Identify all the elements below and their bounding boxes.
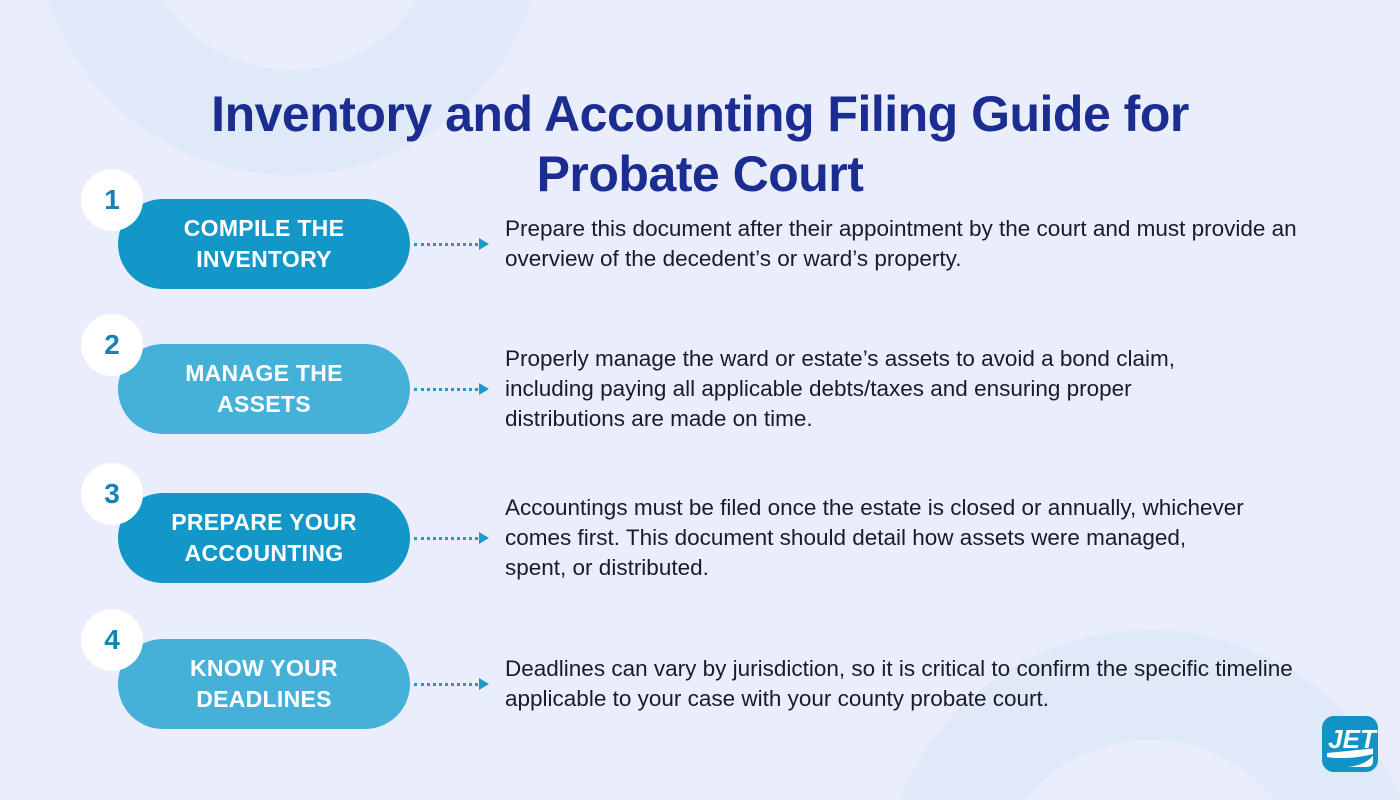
jet-logo: JET (1322, 716, 1378, 772)
page-title-line1: Inventory and Accounting Filing Guide fo… (211, 85, 1189, 142)
step-row-1: 1 COMPILE THE INVENTORY Prepare this doc… (81, 169, 1305, 289)
dotted-arrow-icon (414, 532, 489, 544)
step-pill-label: KNOW YOUR DEADLINES (190, 655, 338, 712)
step-description: Prepare this document after their appoin… (505, 216, 1297, 271)
arrow-head (479, 383, 489, 395)
dotted-arrow-icon (414, 678, 489, 690)
step-pill: PREPARE YOUR ACCOUNTING (118, 493, 410, 583)
step-row-3: 3 PREPARE YOUR ACCOUNTING Accountings mu… (81, 463, 1245, 583)
jet-logo-icon: JET (1322, 716, 1378, 772)
step-number-badge: 4 (81, 609, 143, 671)
step-number-badge: 3 (81, 463, 143, 525)
page-title: Inventory and Accounting Filing Guide fo… (0, 84, 1400, 204)
page-title-line2: Probate Court (536, 145, 864, 202)
step-number-badge: 1 (81, 169, 143, 231)
arrow-dots (414, 682, 478, 686)
step-number: 4 (104, 624, 120, 655)
step-description: Accountings must be filed once the estat… (505, 495, 1244, 580)
step-description: Deadlines can vary by jurisdiction, so i… (505, 656, 1293, 711)
arrow-head (479, 678, 489, 690)
step-number-badge: 2 (81, 314, 143, 376)
step-description: Properly manage the ward or estate’s ass… (505, 346, 1175, 431)
arrow-head (479, 532, 489, 544)
step-pill: COMPILE THE INVENTORY (118, 199, 410, 289)
dotted-arrow-icon (414, 383, 489, 395)
arrow-dots (414, 536, 478, 540)
step-pill: KNOW YOUR DEADLINES (118, 639, 410, 729)
dotted-arrow-icon (414, 238, 489, 250)
arrow-dots (414, 242, 478, 246)
step-pill: MANAGE THE ASSETS (118, 344, 410, 434)
step-number: 1 (104, 184, 120, 215)
step-pill-label: COMPILE THE INVENTORY (183, 215, 345, 272)
step-number: 2 (104, 329, 120, 360)
step-row-2: 2 MANAGE THE ASSETS Properly manage the … (81, 314, 1235, 434)
step-row-4: 4 KNOW YOUR DEADLINES Deadlines can vary… (81, 609, 1335, 729)
arrow-head (479, 238, 489, 250)
step-pill-label: MANAGE THE ASSETS (185, 360, 343, 417)
step-pill-label: PREPARE YOUR ACCOUNTING (171, 509, 357, 566)
arrow-dots (414, 387, 478, 391)
step-number: 3 (104, 478, 120, 509)
